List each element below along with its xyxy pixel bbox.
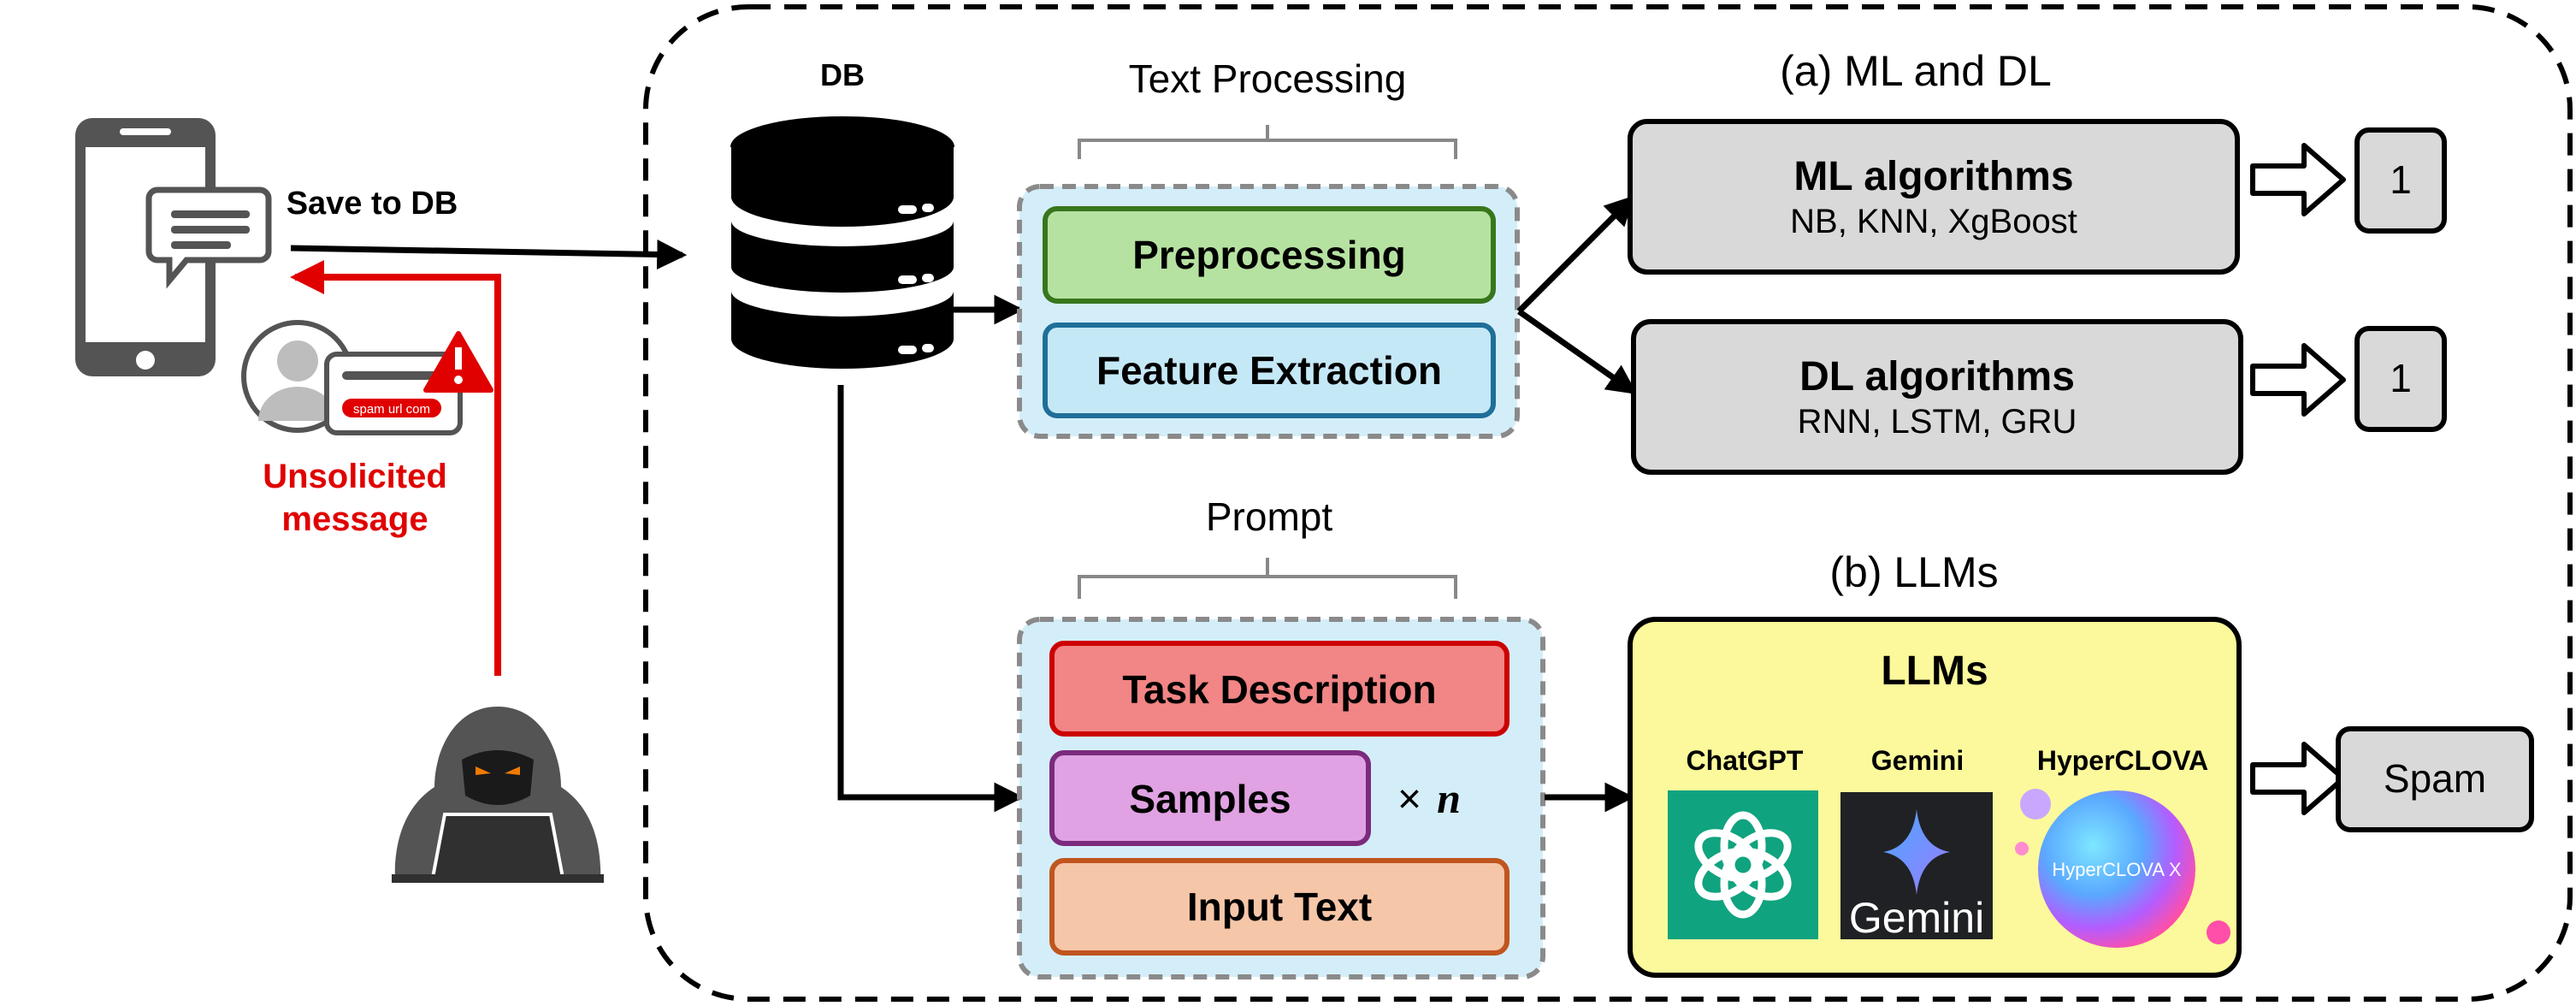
ml-algorithms-box [1628, 119, 2240, 275]
chat-bubble-icon [145, 186, 272, 289]
unsolicited-label-line1: Unsolicited [263, 458, 447, 495]
task-description-box [1049, 641, 1510, 737]
text-processing-brace [1078, 125, 1457, 159]
chatgpt-label: ChatGPT [1687, 745, 1804, 776]
dl-output-box [2354, 326, 2447, 432]
ml-dl-title: (a) ML and DL [1780, 47, 2052, 95]
save-to-db-label: Save to DB [287, 186, 458, 222]
database-icon [730, 116, 954, 369]
unsolicited-label-line2: message [281, 500, 428, 538]
hyperclova-logo-icon: HyperCLOVA X [2015, 789, 2230, 948]
dl-algorithms-box [1631, 319, 2243, 475]
ml-algorithms-subtitle: NB, KNN, XgBoost [1790, 203, 2077, 240]
dl-algorithms-title: DL algorithms [1799, 354, 2075, 399]
input-text-label: Input Text [1187, 885, 1372, 929]
gemini-logo-icon: Gemini [1840, 792, 1993, 942]
to-dl-arrow [1516, 309, 1638, 395]
llm-output-value: Spam [2384, 756, 2486, 801]
system-boundary [643, 4, 2573, 1002]
chatgpt-logo-icon [1668, 790, 1818, 939]
ml-output-box [2354, 127, 2447, 234]
preprocessing-box [1043, 206, 1496, 304]
to-ml-arrow [1516, 195, 1635, 314]
spam-message-card-icon: spam url com [241, 320, 493, 435]
dl-output-value: 1 [2390, 356, 2412, 400]
llm-output-arrow [2250, 742, 2346, 815]
ml-output-value: 1 [2390, 157, 2412, 202]
llm-output-box [2336, 726, 2534, 832]
prompt-title: Prompt [1206, 494, 1332, 539]
task-description-label: Task Description [1122, 667, 1436, 712]
ml-algorithms-title: ML algorithms [1793, 154, 2073, 199]
save-to-db-arrow [290, 239, 688, 269]
smartphone-icon [75, 118, 216, 376]
hyperclova-logo-text: HyperCLOVA X [2052, 859, 2182, 880]
gemini-logo-text: Gemini [1849, 894, 1984, 942]
samples-n-symbol: n [1437, 774, 1461, 822]
llms-box-title: LLMs [1881, 648, 1988, 694]
dl-algorithms-subtitle: RNN, LSTM, GRU [1798, 403, 2077, 441]
text-processing-title: Text Processing [1129, 56, 1407, 101]
hyperclova-label: HyperCLOVA [2037, 745, 2208, 776]
unsolicited-message-arrow [290, 260, 501, 676]
db-to-prompt-arrow [837, 385, 1025, 813]
ml-output-arrow [2250, 143, 2346, 216]
samples-box [1049, 750, 1371, 846]
prompt-brace [1078, 558, 1457, 599]
hacker-icon [392, 707, 604, 883]
samples-times-symbol: × [1397, 777, 1421, 822]
preprocessing-label: Preprocessing [1132, 233, 1406, 277]
feature-extraction-box [1043, 323, 1496, 418]
dl-output-arrow [2250, 343, 2346, 417]
feature-extraction-label: Feature Extraction [1096, 348, 1442, 393]
db-label: DB [820, 57, 865, 92]
input-text-box [1049, 858, 1510, 956]
llms-title: (b) LLMs [1829, 548, 1998, 596]
gemini-label: Gemini [1871, 745, 1964, 776]
samples-label: Samples [1129, 777, 1291, 821]
spam-url-text: spam url com [353, 402, 430, 417]
